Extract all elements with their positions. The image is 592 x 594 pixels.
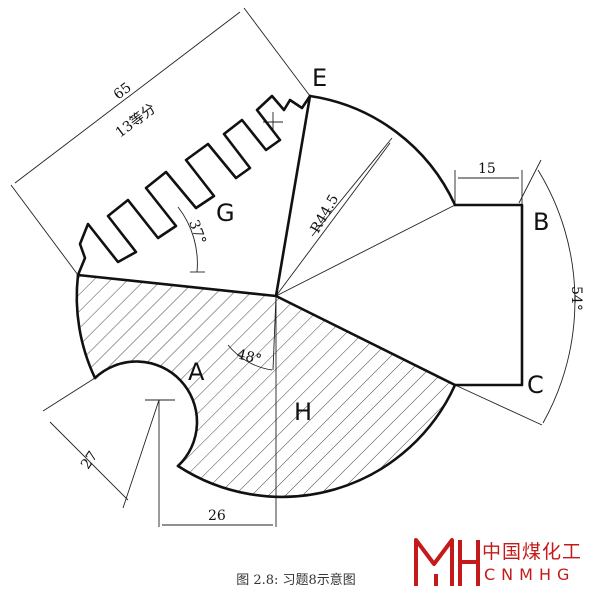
figure-caption: 图 2.8: 习题8示意图: [236, 573, 356, 588]
dim-26: 26: [208, 508, 226, 524]
dim-54: 54°: [568, 286, 584, 311]
label-b: B: [533, 208, 549, 236]
dim-27: 27: [78, 449, 101, 473]
label-a: A: [188, 358, 205, 386]
dim-48: 48°: [235, 346, 263, 368]
fin-teeth: [76, 94, 312, 277]
technical-drawing: E B C G H A 65 13等分 R44.5 15 54° 37° 48°…: [10, 7, 584, 527]
label-c: C: [527, 371, 544, 399]
hatched-region-h: [76, 275, 455, 497]
dim-13-divisions: 13等分: [112, 100, 159, 141]
dim-15: 15: [478, 161, 496, 177]
logo-chinese-text: 中国煤化工: [482, 541, 583, 563]
label-h: H: [294, 398, 312, 426]
label-e: E: [312, 64, 327, 92]
dim-65: 65: [111, 80, 135, 104]
dim-37: 37°: [185, 218, 209, 247]
label-g: G: [216, 199, 235, 227]
logo-english-text: CNMHG: [484, 565, 576, 584]
dimension-lines: [14, 11, 576, 526]
main-outline: [75, 94, 524, 499]
cnmhg-logo-icon: [414, 538, 480, 586]
